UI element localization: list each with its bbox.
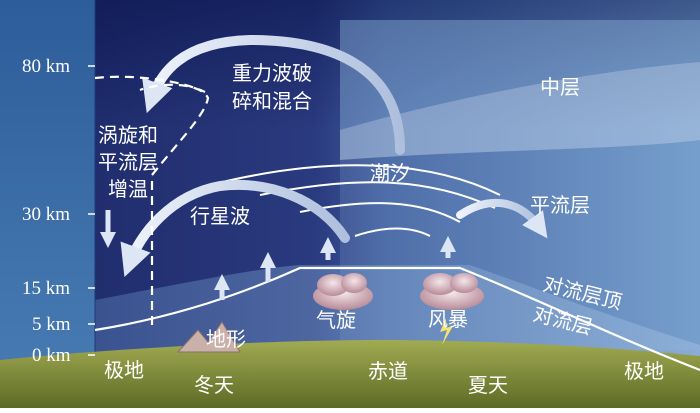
ground	[0, 340, 700, 408]
right-pole-label: 极地	[624, 359, 664, 383]
tide-label: 潮汐	[370, 161, 410, 185]
stratosphere-label: 平流层	[530, 193, 590, 217]
gravity-wave-label-line1: 重力波破	[232, 61, 312, 85]
stratosphere-arc-2	[259, 181, 496, 209]
vortex-label-line3: 增温	[108, 177, 148, 201]
altitude-80km: 80 km	[22, 56, 70, 77]
stratosphere-arc-1	[209, 164, 501, 196]
stratosphere-arc-4	[354, 227, 431, 237]
storm-label: 风暴	[428, 307, 468, 331]
storm-cloud	[420, 273, 484, 345]
planetary-wave-arrow	[120, 180, 350, 278]
gravity-wave-arrow	[142, 34, 405, 155]
terrain-label: 地形	[206, 327, 246, 351]
cyclone-label: 气旋	[316, 308, 356, 332]
altitude-30km: 30 km	[22, 204, 70, 225]
altitude-0km: 0 km	[32, 345, 71, 366]
tropopause-line	[94, 266, 700, 372]
vortex-label-line2: 平流层	[98, 150, 158, 174]
altitude-axis	[88, 65, 95, 356]
mountain-icon	[176, 321, 241, 353]
altitude-15km: 15 km	[22, 278, 70, 299]
mesosphere-upper	[340, 20, 700, 130]
planetary-wave-label: 行星波	[190, 204, 250, 228]
left-pole-label: 极地	[104, 358, 144, 382]
altitude-5km: 5 km	[32, 314, 71, 335]
equator-label: 赤道	[368, 359, 408, 383]
summer-wave-arrow	[456, 199, 548, 239]
lightning-icon	[440, 318, 453, 345]
vortex-label-line1: 涡旋和	[98, 123, 158, 147]
winter-label: 冬天	[194, 373, 234, 397]
cyclone-cloud	[313, 273, 373, 310]
summer-label: 夏天	[468, 373, 508, 397]
mesosphere-label: 中层	[540, 75, 580, 99]
altitude-panel	[0, 0, 95, 408]
polar-vortex-dashed	[139, 83, 210, 325]
mesosphere-band	[340, 62, 700, 160]
gravity-wave-label-line2: 碎和混合	[232, 89, 312, 113]
troposphere-band	[95, 265, 700, 360]
